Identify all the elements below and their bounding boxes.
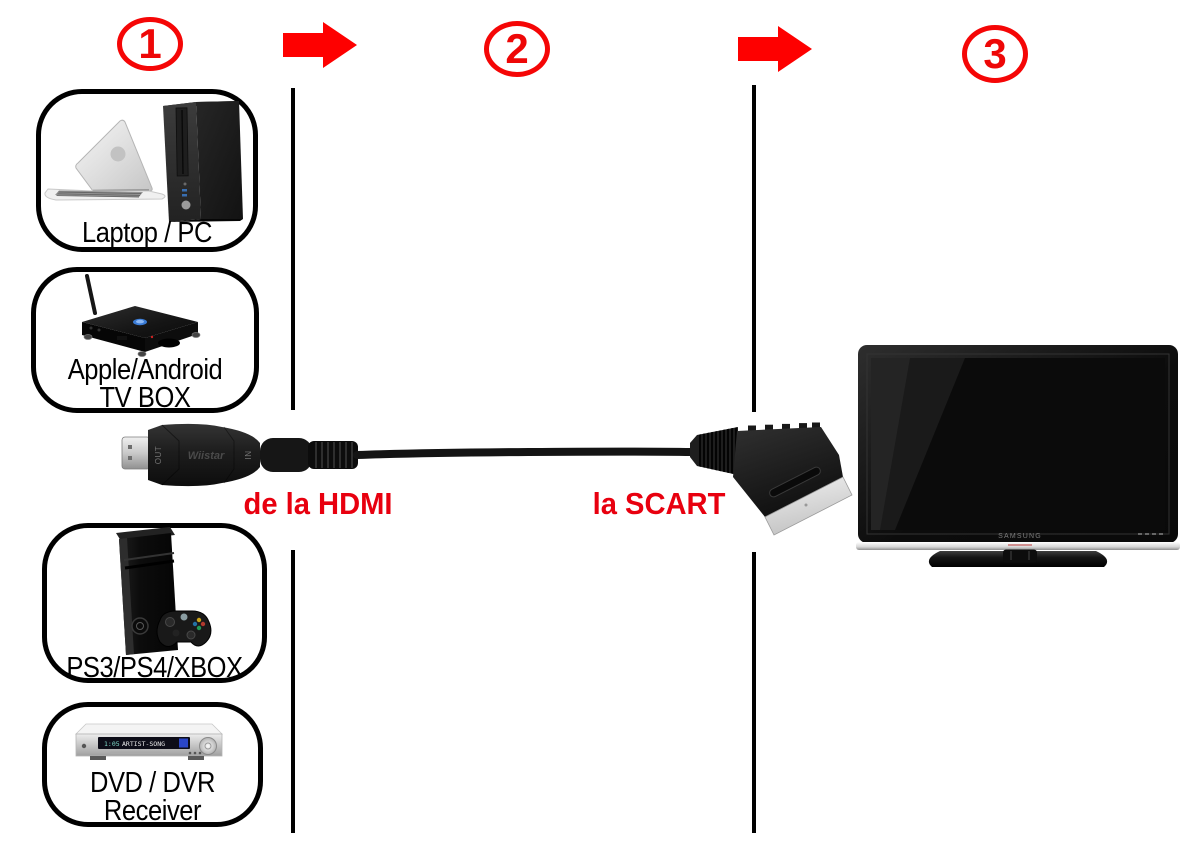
arrow-right-icon <box>738 26 812 72</box>
arrow-right-icon <box>283 22 357 68</box>
label-line: TV BOX <box>99 382 191 414</box>
label-line: Laptop / PC <box>82 217 212 249</box>
adapter-body: OUT Wiistar IN <box>148 423 358 487</box>
adapter-out-marking: OUT <box>154 446 163 464</box>
hdmi-scart-adapter: OUT Wiistar IN <box>121 422 853 536</box>
tv-box-icon <box>82 274 201 357</box>
tv-brand-text: SAMSUNG <box>998 533 1042 540</box>
tv-stand-neck <box>1003 549 1037 563</box>
step-1-badge: 1 <box>117 17 183 71</box>
step-2-number: 2 <box>505 25 529 72</box>
label-line: Apple/Android <box>67 354 223 386</box>
hdmi-side-label: de la HDMI <box>243 486 393 521</box>
step-3-number: 3 <box>983 30 1007 77</box>
dvd-display-time: 1:05 <box>104 740 120 748</box>
scart-plug-icon <box>690 422 853 536</box>
separator-right-top <box>752 85 756 412</box>
dvd-receiver-icon: 1:05 ARTIST-SONG <box>75 723 223 760</box>
source-box-game-console: PS3/PS4/XBOX <box>42 523 267 683</box>
step-3-badge: 3 <box>962 25 1028 83</box>
adapter-in-marking: IN <box>244 451 253 460</box>
step-1-number: 1 <box>138 20 162 67</box>
dvd-display-text: ARTIST-SONG <box>122 740 165 748</box>
step-2-badge: 2 <box>484 21 550 77</box>
separator-right-bottom <box>752 552 756 833</box>
adapter-brand-marking: Wiistar <box>188 450 225 462</box>
hdmi-plug-icon <box>121 436 151 470</box>
tv-icon: SAMSUNG <box>856 345 1180 567</box>
source-box-label: PS3/PS4/XBOX <box>56 652 254 684</box>
source-box-label: Laptop / PC <box>49 217 244 249</box>
label-line: PS3/PS4/XBOX <box>66 652 243 684</box>
tv-indicator-marks <box>1138 533 1163 535</box>
source-box-laptop-pc: Laptop / PC <box>36 89 258 252</box>
separator-left-top <box>291 88 295 410</box>
label-line: Receiver <box>103 795 202 827</box>
separator-left-bottom <box>291 550 295 833</box>
scart-side-label: la SCART <box>592 486 726 521</box>
game-console-icon <box>116 527 212 655</box>
laptop-pc-icon <box>44 101 243 222</box>
label-line: DVD / DVR <box>89 767 216 799</box>
cable <box>353 447 696 459</box>
